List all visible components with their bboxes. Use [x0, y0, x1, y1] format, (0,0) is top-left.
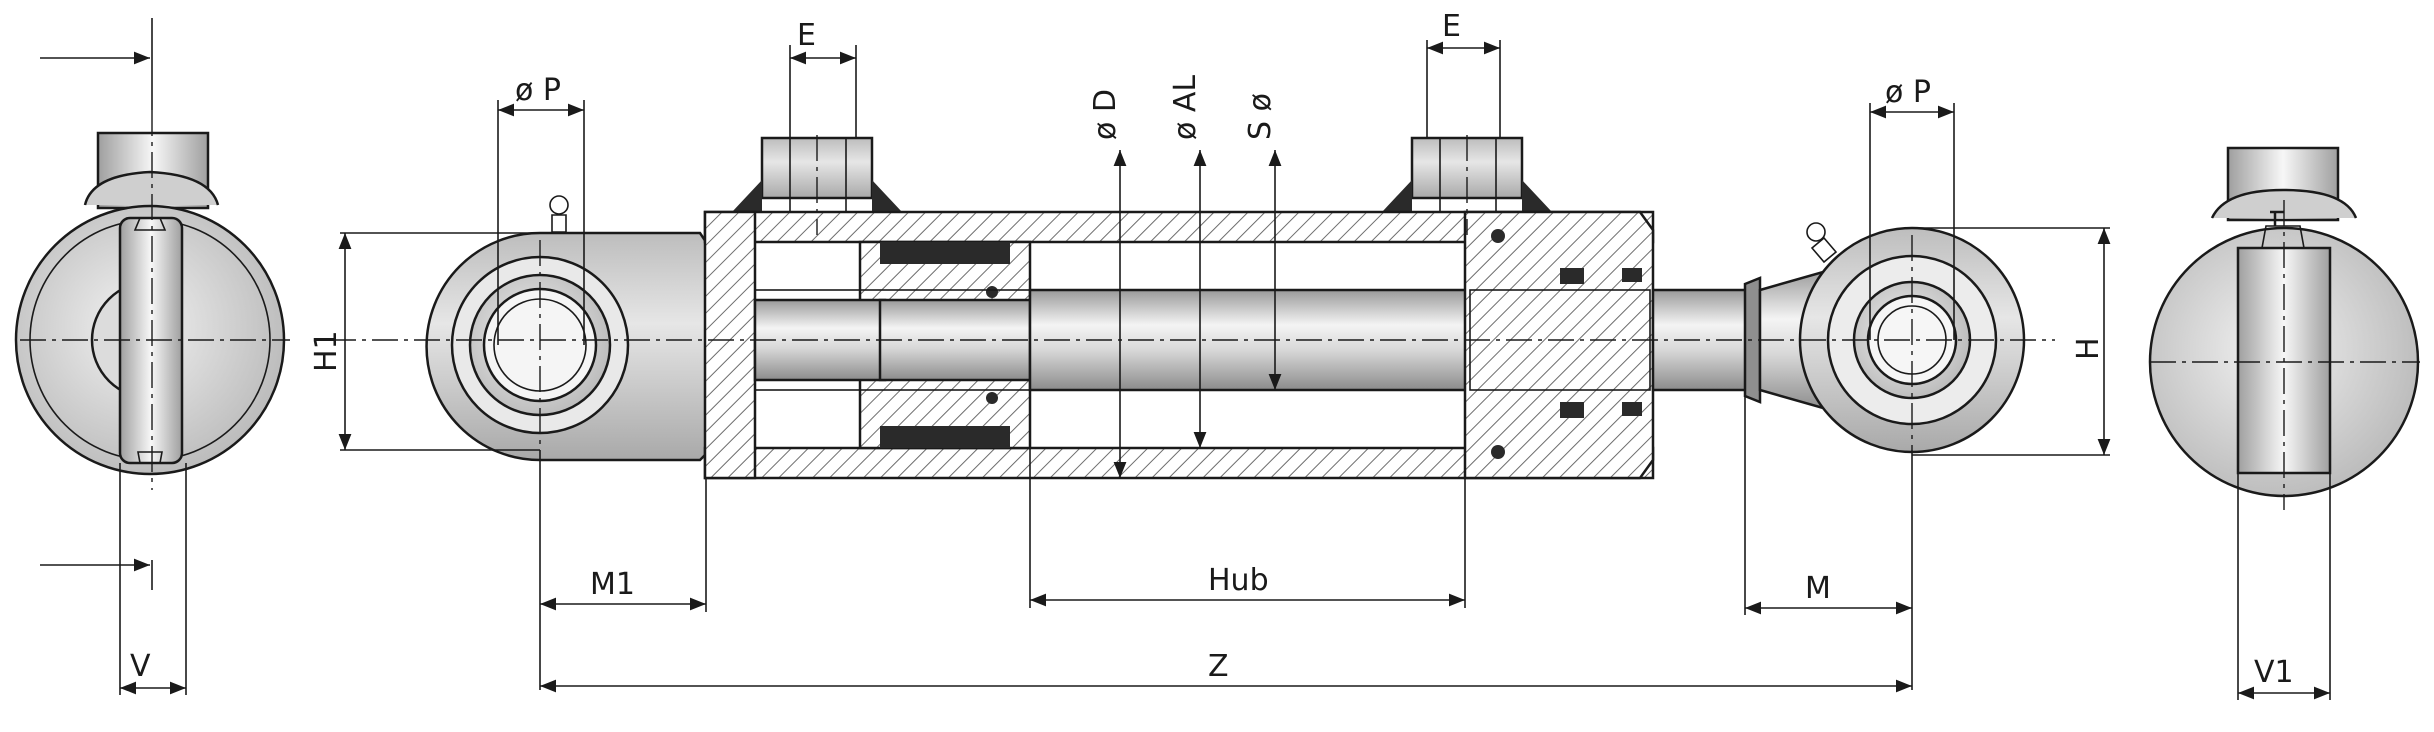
label-h1: H1 — [309, 330, 344, 372]
label-al: ø AL — [1168, 75, 1203, 140]
dimension-lines — [338, 40, 2111, 693]
label-e-right: E — [1442, 9, 1461, 44]
label-p-left: ø P — [515, 73, 561, 108]
label-v1: V1 — [2254, 655, 2294, 690]
label-z: Z — [1208, 649, 1229, 684]
label-hub: Hub — [1208, 563, 1269, 598]
label-m1: M1 — [590, 567, 635, 602]
label-e-left: E — [797, 18, 816, 53]
dimension-labels: E E ø P ø P ø D ø AL S ø H1 H M1 Hub M Z… — [130, 9, 2294, 690]
right-end-view — [2148, 146, 2420, 700]
label-s: S ø — [1243, 93, 1278, 140]
label-p-right: ø P — [1885, 75, 1931, 110]
label-h: H — [2071, 337, 2106, 360]
label-d: ø D — [1088, 89, 1123, 140]
label-v: V — [130, 649, 151, 684]
label-m: M — [1805, 571, 1831, 606]
left-end-view — [14, 18, 290, 695]
cylinder-main-view — [330, 135, 2055, 480]
